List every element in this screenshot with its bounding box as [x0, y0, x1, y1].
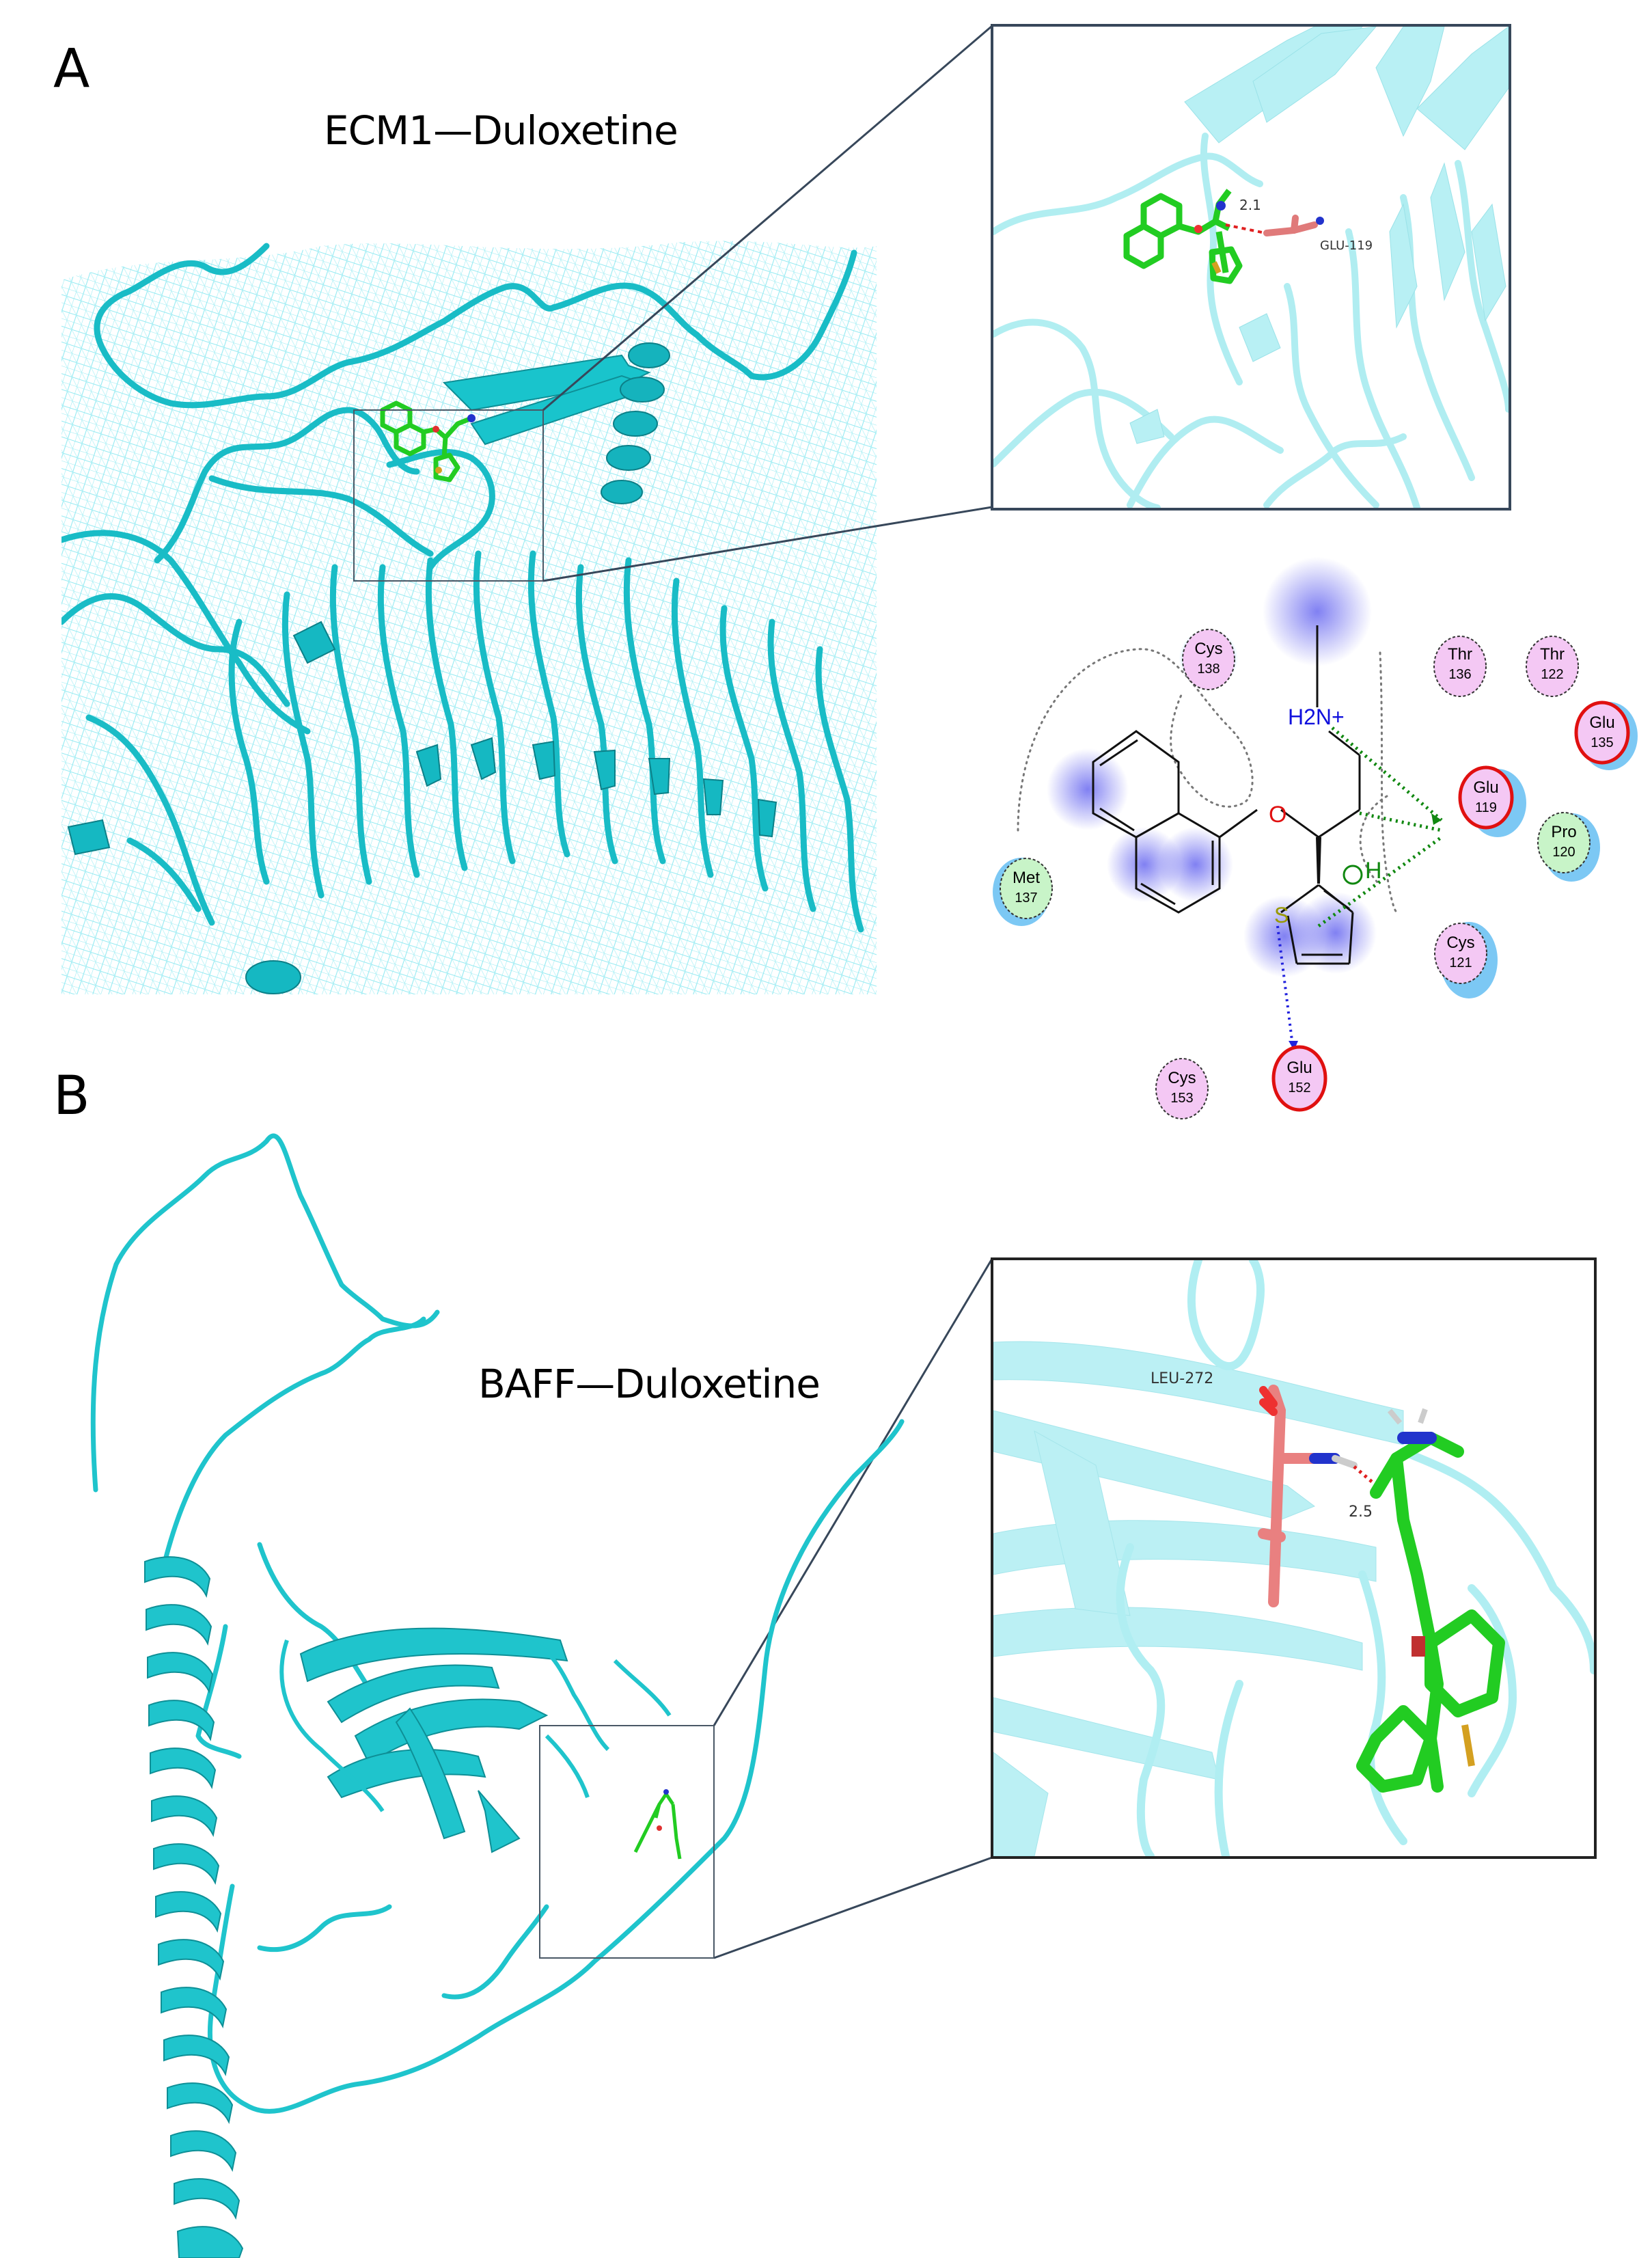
panel-b-title: BAFF—Duloxetine [478, 1361, 821, 1407]
baff-selection-box [539, 1725, 715, 1959]
baff-inset-image: LEU-272 2.5 [993, 1260, 1594, 1856]
svg-text:Pro: Pro [1551, 823, 1576, 841]
svg-text:153: 153 [1170, 1091, 1193, 1106]
sulfur-atom: S [1274, 903, 1289, 927]
baff-structure-view [0, 1121, 991, 2258]
svg-text:Thr: Thr [1448, 645, 1472, 664]
residue-thr122: Thr 122 [1526, 636, 1579, 697]
baff-binding-site-inset: LEU-272 2.5 [991, 1257, 1597, 1859]
svg-text:122: 122 [1541, 667, 1563, 682]
svg-text:Cys: Cys [1446, 934, 1474, 952]
svg-text:Glu: Glu [1286, 1059, 1312, 1077]
svg-text:119: 119 [1475, 800, 1497, 815]
ecm1-cartoon-image [61, 241, 877, 994]
ecm1-binding-site-inset: 2.1 GLU-119 [991, 24, 1511, 511]
residue-cys138: Cys 138 [1179, 629, 1238, 690]
svg-text:152: 152 [1288, 1080, 1310, 1096]
svg-text:137: 137 [1015, 890, 1037, 906]
residue-glu152: Glu 152 [1271, 1045, 1327, 1112]
panel-b-label: B [53, 1065, 90, 1127]
residue-cys153: Cys 153 [1155, 1058, 1209, 1119]
ecm1-residue-label: GLU-119 [1320, 239, 1373, 253]
ecm1-selection-box [353, 409, 544, 582]
svg-text:Cys: Cys [1168, 1069, 1196, 1087]
amine-group: H2N+ [1288, 705, 1345, 729]
residue-cys121: Cys 121 [1434, 922, 1498, 998]
svg-text:Met: Met [1013, 869, 1040, 887]
svg-text:Glu: Glu [1473, 778, 1498, 797]
svg-text:135: 135 [1591, 735, 1613, 750]
panel-a-title: ECM1—Duloxetine [324, 107, 678, 154]
ecm1-structure-view [61, 239, 877, 994]
ecm1-2d-interaction-diagram: O S H2N+ H Cys 138 Thr 136 Thr [970, 557, 1652, 1131]
residue-glu119: Glu 119 [1458, 765, 1526, 837]
residue-pro120: Pro 120 [1537, 812, 1600, 882]
interaction-diagram-svg: O S H2N+ H Cys 138 Thr 136 Thr [993, 557, 1638, 1119]
svg-text:120: 120 [1552, 845, 1575, 860]
svg-text:Glu: Glu [1589, 713, 1614, 732]
residue-thr136: Thr 136 [1433, 636, 1487, 697]
arene-h-label: H [1365, 858, 1382, 884]
residue-glu135: Glu 135 [1574, 700, 1638, 770]
baff-residue-label: LEU-272 [1151, 1370, 1213, 1387]
ecm1-inset-image: 2.1 GLU-119 [993, 27, 1509, 508]
baff-cartoon-image [90, 1133, 905, 2258]
svg-text:138: 138 [1197, 662, 1220, 677]
ecm1-hbond-distance: 2.1 [1239, 197, 1261, 213]
svg-text:136: 136 [1448, 667, 1471, 682]
residue-met137: Met 137 [993, 858, 1053, 926]
baff-hbond-distance: 2.5 [1349, 1504, 1373, 1521]
svg-text:Cys: Cys [1194, 640, 1222, 658]
svg-text:Thr: Thr [1540, 645, 1565, 664]
oxygen-atom: O [1269, 802, 1286, 828]
panel-a-label: A [53, 38, 90, 100]
svg-text:121: 121 [1449, 955, 1472, 970]
